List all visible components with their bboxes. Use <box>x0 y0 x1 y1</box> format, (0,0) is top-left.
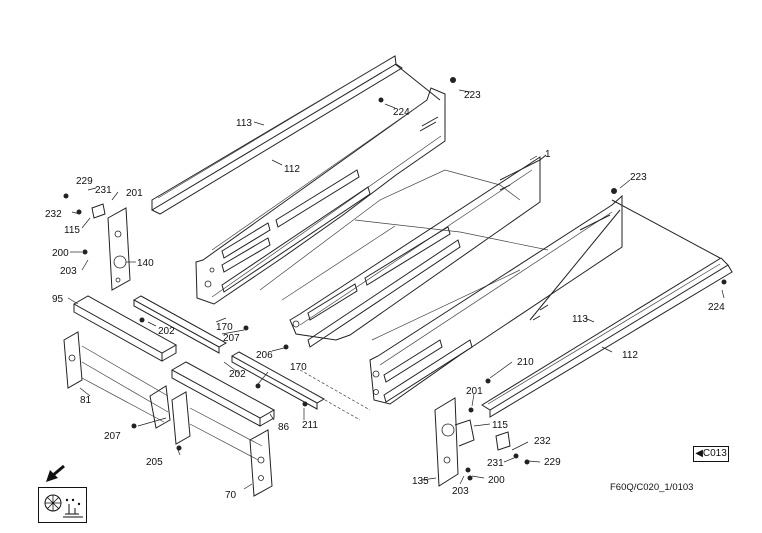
callout-113-left: 113 <box>236 118 252 129</box>
callout-1: 1 <box>545 149 551 160</box>
callout-86: 86 <box>278 422 290 433</box>
callout-205: 205 <box>146 457 163 468</box>
callout-170-left: 170 <box>216 322 233 333</box>
upper-guide-plate <box>394 63 721 321</box>
support-rail-202-right <box>230 351 326 410</box>
callout-232-left: 232 <box>45 209 62 220</box>
callout-112-right: 112 <box>622 350 638 361</box>
callout-201-left: 201 <box>126 188 143 199</box>
right-side-panel <box>369 194 623 405</box>
callout-211: 211 <box>302 420 318 431</box>
callout-112-left: 112 <box>284 164 300 175</box>
harvester-symbol-icon <box>38 487 87 523</box>
callout-232-right: 232 <box>534 436 551 447</box>
callout-200-right: 200 <box>488 475 505 486</box>
fastener-bolts <box>63 77 727 481</box>
reference-code: C013 <box>702 448 727 459</box>
callout-202-right: 202 <box>229 369 246 380</box>
callout-115-right: 115 <box>492 420 508 431</box>
callout-70: 70 <box>225 490 237 501</box>
reference-arrow-icon: ◀ <box>695 448 703 459</box>
callout-223-right: 223 <box>630 172 647 183</box>
callout-224-right: 224 <box>708 302 725 313</box>
callout-207-upper: 207 <box>223 333 240 344</box>
callout-113-right: 113 <box>572 314 588 325</box>
page-reference-link[interactable]: ◀C013 <box>693 446 729 462</box>
callout-140: 140 <box>137 258 154 269</box>
callout-231-right: 231 <box>487 458 504 469</box>
callout-203-right: 203 <box>452 486 469 497</box>
auger-trough-front <box>63 295 178 429</box>
left-top-cover <box>151 55 403 215</box>
callout-81: 81 <box>80 395 92 406</box>
callout-223-left: 223 <box>464 90 481 101</box>
auger-trough-rear <box>170 361 276 497</box>
callout-207-lower: 207 <box>104 431 121 442</box>
callout-95: 95 <box>52 294 64 305</box>
right-mounting-bracket <box>434 397 511 487</box>
callout-206: 206 <box>256 350 273 361</box>
right-top-cover <box>481 257 733 418</box>
direction-arrow-icon <box>46 464 65 482</box>
callout-135: 135 <box>412 476 429 487</box>
drawing-number: F60Q/C020_1/0103 <box>610 482 694 493</box>
callout-201-right: 201 <box>466 386 483 397</box>
callout-224-left: 224 <box>393 107 410 118</box>
center-divider-panel <box>289 156 541 348</box>
callout-200-left: 200 <box>52 248 69 259</box>
leader-lines <box>67 89 725 490</box>
callout-labels: 113 112 224 223 1 223 224 113 112 229 23… <box>45 90 725 501</box>
left-side-panel <box>195 87 446 305</box>
left-mounting-bracket <box>91 203 131 291</box>
floor-plate <box>259 169 549 341</box>
callout-203-left: 203 <box>60 266 77 277</box>
callout-229-left: 229 <box>76 176 93 187</box>
callout-170-right: 170 <box>290 362 307 373</box>
callout-210: 210 <box>517 357 534 368</box>
harvester-symbol-graphic <box>44 494 83 518</box>
callout-229-right: 229 <box>544 457 561 468</box>
support-rail-202-left <box>132 295 228 354</box>
callout-115-left: 115 <box>64 225 80 236</box>
callout-202-left: 202 <box>158 326 175 337</box>
callout-231-left: 231 <box>95 185 112 196</box>
